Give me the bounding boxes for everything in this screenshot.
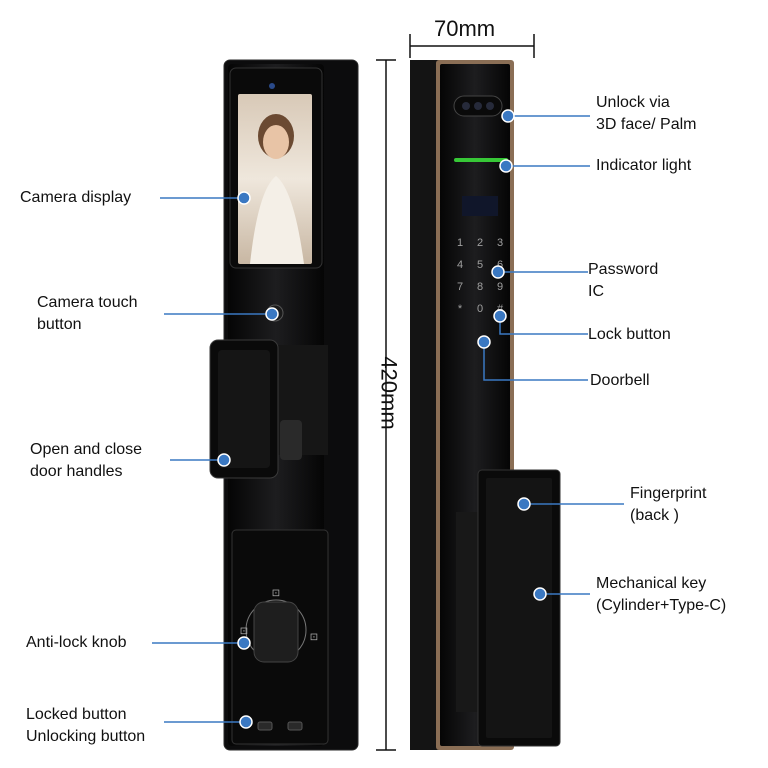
label-camera-touch-button-2: button (37, 316, 82, 333)
keypad-key: 9 (497, 281, 503, 293)
svg-text:⊡: ⊡ (310, 632, 318, 643)
label-camera-display: Camera display (20, 189, 132, 206)
keypad-key: 4 (457, 259, 463, 271)
dimension-lines (376, 34, 535, 751)
front-camera-icon (269, 83, 275, 89)
width-dimension: 70mm (434, 16, 496, 41)
keypad: 1 2 3 4 5 6 7 8 9 * 0 # (457, 237, 504, 315)
indicator-light-icon (454, 158, 508, 162)
keypad-key: * (458, 303, 463, 315)
callout-dots (217, 109, 547, 729)
keypad-key: 0 (477, 303, 483, 315)
label-fingerprint-2: (back ) (630, 507, 679, 524)
label-face-palm-2: 3D face/ Palm (596, 116, 697, 133)
label-door-handles-2: door handles (30, 463, 123, 480)
keypad-key: 6 (497, 259, 503, 271)
keypad-key: 1 (457, 237, 463, 249)
svg-text:⊡: ⊡ (272, 588, 280, 599)
label-fingerprint-1: Fingerprint (630, 485, 707, 502)
keypad-key: # (497, 303, 504, 315)
height-dimension: 420mm (376, 356, 402, 430)
front-lock: ⊡ ⊡ ⊡ (209, 59, 359, 751)
anti-lock-knob-icon (253, 601, 299, 663)
keypad-key: 5 (477, 259, 483, 271)
label-password-1: Password (588, 261, 659, 278)
label-mechanical-key-2: (Cylinder+Type-C) (596, 597, 727, 614)
side-lock: 1 2 3 4 5 6 7 8 9 * 0 # (410, 60, 561, 750)
svg-text:⊡: ⊡ (240, 626, 248, 637)
label-mechanical-key-1: Mechanical key (596, 575, 707, 592)
label-unlocking-button: Unlocking button (26, 728, 146, 745)
label-locked-button: Locked button (26, 706, 127, 723)
label-anti-lock-knob: Anti-lock knob (26, 634, 127, 651)
label-face-palm-1: Unlock via (596, 94, 670, 111)
keypad-key: 3 (497, 237, 503, 249)
label-door-handles-1: Open and close (30, 441, 143, 458)
label-lock-button: Lock button (588, 326, 671, 343)
keypad-key: 2 (477, 237, 483, 249)
label-doorbell: Doorbell (590, 372, 650, 389)
keypad-key: 7 (457, 281, 463, 293)
keypad-key: 8 (477, 281, 483, 293)
callout-lines (152, 115, 624, 723)
label-indicator-light: Indicator light (596, 157, 692, 174)
label-password-2: IC (588, 283, 604, 300)
label-camera-touch-button-1: Camera touch (37, 294, 138, 311)
